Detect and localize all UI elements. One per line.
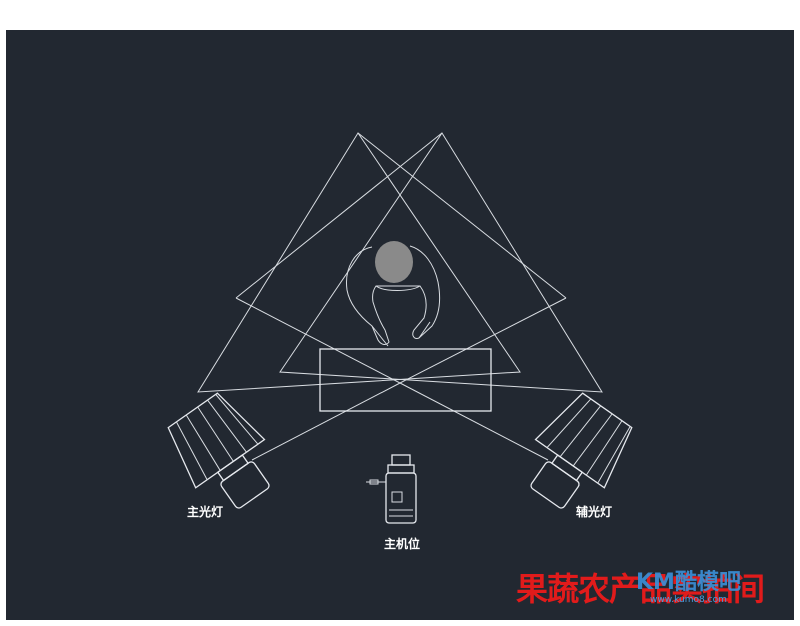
key-light-softbox <box>167 392 270 509</box>
fill-light-label: 辅光灯 <box>576 505 613 519</box>
key-light-ray-low <box>251 382 401 461</box>
fill-light-beam <box>279 132 603 393</box>
fill-light-softbox <box>530 392 633 509</box>
main-camera-label: 主机位 <box>384 537 421 551</box>
head <box>375 241 413 283</box>
fill-upper-ray <box>357 132 567 299</box>
drawing-area <box>6 30 794 620</box>
key-light-beam <box>197 132 521 393</box>
main-camera <box>366 454 417 524</box>
key-light-ray <box>235 297 401 384</box>
brand-watermark: KM酷模吧 <box>636 570 741 595</box>
product-table <box>319 348 492 412</box>
photographer-figure <box>346 241 441 347</box>
key-light-label: 主光灯 <box>187 505 224 519</box>
url-watermark: www.kumo8.com <box>650 595 727 605</box>
title-watermark: 果蔬农产品实拍间 <box>516 570 765 608</box>
fill-light-ray <box>399 297 567 384</box>
key-upper-ray <box>235 132 443 299</box>
fill-light-ray-low <box>399 382 549 461</box>
